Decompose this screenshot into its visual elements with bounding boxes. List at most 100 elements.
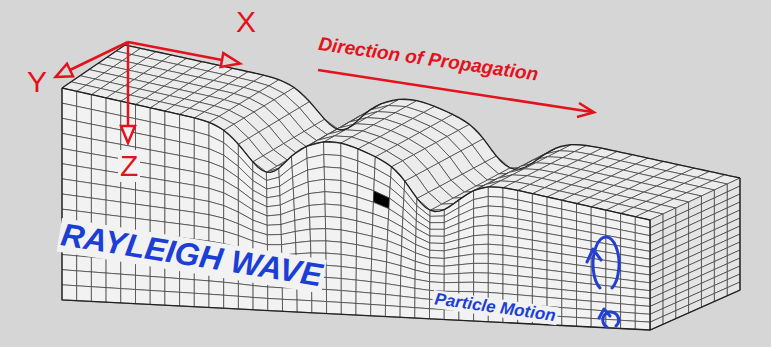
mesh-front-cell: [430, 223, 444, 230]
mesh-front-cell: [91, 154, 106, 171]
mesh-front-cell: [621, 312, 636, 321]
mesh-front-cell: [136, 204, 151, 220]
mesh-front-cell: [194, 280, 209, 294]
mesh-front-cell: [488, 206, 503, 217]
mesh-front-cell: [180, 210, 195, 226]
mesh-front-cell: [310, 216, 326, 229]
mesh-front-cell: [400, 296, 415, 308]
axis-label: X: [236, 6, 256, 38]
mesh-front-cell: [488, 263, 503, 274]
mesh-front-cell: [341, 279, 356, 292]
mesh-front-cell: [371, 304, 386, 316]
wave-mesh-block: [62, 45, 740, 330]
mesh-front-cell: [165, 167, 180, 183]
mesh-front-cell: [238, 296, 253, 309]
mesh-front-cell: [577, 317, 592, 327]
particle-orbit-large: [593, 237, 619, 288]
mesh-front-cell: [356, 268, 371, 281]
mesh-front-cell: [180, 197, 195, 213]
mesh-front-cell: [326, 253, 341, 266]
mesh-front-cell: [325, 179, 341, 193]
mesh-front-cell: [209, 294, 224, 308]
mesh-front-cell: [606, 303, 621, 313]
block-outline: [649, 220, 650, 330]
mesh-front-cell: [121, 202, 136, 218]
mesh-front-cell: [194, 293, 209, 307]
mesh-front-cell: [309, 192, 325, 206]
mesh-front-cell: [165, 291, 180, 306]
mesh-front-cell: [62, 194, 77, 211]
mesh-front-cell: [488, 225, 503, 236]
mesh-front-cell: [165, 208, 180, 224]
mesh-front-cell: [267, 205, 281, 216]
mesh-front-cell: [91, 168, 106, 185]
mesh-front-cell: [91, 198, 106, 215]
mesh-front-cell: [308, 179, 325, 193]
mesh-front-cell: [282, 288, 297, 300]
particle-motion-label: Particle Motion: [432, 290, 559, 325]
mesh-front-cell: [267, 225, 281, 235]
mesh-front-cell: [106, 200, 121, 216]
mesh-front-cell: [295, 229, 310, 242]
mesh-front-cell: [488, 215, 503, 226]
mesh-front-cell: [503, 284, 518, 295]
mesh-front-cell: [91, 139, 106, 156]
mesh-front-cell: [282, 299, 297, 312]
mesh-end-cell: [650, 316, 663, 330]
mesh-front-cell: [621, 304, 636, 313]
propagation-arrow-head: [577, 103, 594, 117]
mesh-front-cell: [415, 298, 430, 309]
axis-label-box: Y: [27, 66, 47, 98]
mesh-front-cell: [430, 243, 444, 251]
mesh-front-cell: [194, 212, 209, 228]
mesh-front-cell: [474, 225, 489, 236]
mesh-front-cell: [430, 229, 444, 236]
mesh-front-cell: [121, 289, 136, 304]
mesh-front-cell: [415, 308, 430, 319]
mesh-front-cell: [488, 235, 503, 246]
mesh-front-cell: [562, 317, 577, 327]
mesh-front-cell: [621, 320, 636, 329]
mesh-front-cell: [385, 305, 400, 317]
mesh-front-cell: [62, 164, 77, 181]
mesh-front-cell: [106, 185, 121, 202]
mesh-front-cell: [591, 293, 606, 303]
mesh-front-cell: [150, 206, 165, 222]
mesh-front-cell: [62, 255, 77, 271]
mesh-front-cell: [77, 256, 92, 272]
mesh-front-cell: [136, 290, 151, 305]
mesh-front-cell: [267, 234, 281, 244]
coordinate-axes: [56, 42, 594, 143]
mesh-front-cell: [459, 273, 474, 283]
mesh-end-cell: [714, 288, 727, 302]
mesh-front-cell: [180, 292, 195, 306]
mesh-front-cell: [136, 275, 151, 290]
mesh-front-cell: [474, 244, 489, 254]
mesh-front-cell: [562, 299, 577, 309]
mesh-front-cell: [577, 300, 592, 310]
mesh-front-cell: [136, 190, 151, 206]
mesh-front-cell: [415, 288, 430, 299]
mesh-front-cell: [121, 274, 136, 289]
mesh-front-cell: [385, 295, 400, 307]
mesh-front-cell: [209, 281, 224, 295]
y-axis-head: [56, 64, 73, 77]
wave-title: RAYLEIGH WAVE: [57, 218, 327, 293]
particle-orbit-arrow: [587, 249, 601, 262]
mesh-end-cell: [701, 293, 714, 307]
mesh-front-cell: [312, 301, 327, 314]
mesh-front-cell: [180, 183, 195, 199]
mesh-front-cell: [77, 166, 92, 183]
mesh-front-cell: [324, 142, 341, 156]
mesh-front-cell: [488, 254, 503, 265]
mesh-front-cell: [268, 298, 283, 311]
block-outline: [62, 88, 740, 330]
mesh-front-cell: [474, 235, 489, 245]
particle-motion-symbol: [587, 237, 619, 327]
mesh-front-cell: [341, 266, 356, 280]
mesh-front-cell: [326, 241, 341, 254]
mesh-front-cell: [77, 271, 92, 287]
mesh-front-cell: [532, 277, 547, 288]
mesh-front-cell: [91, 183, 106, 200]
mesh-front-cell: [356, 303, 371, 315]
